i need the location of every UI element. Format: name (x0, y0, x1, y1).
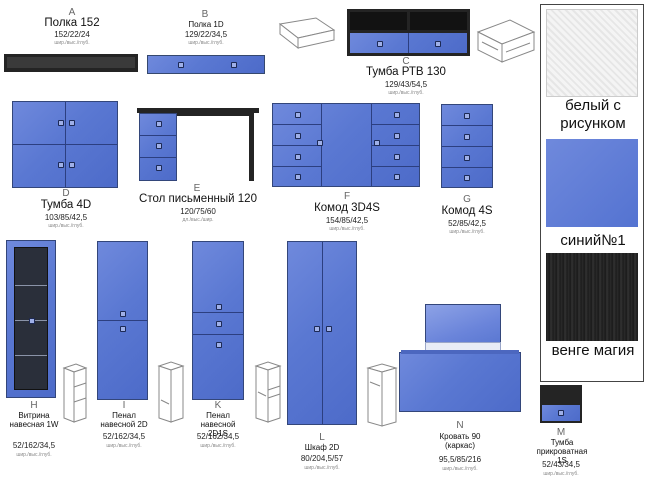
letter-d: D (62, 188, 70, 199)
item-f-dims: 154/85/42,5 (325, 216, 369, 225)
item-c-dims: 129/43/54,5 (384, 80, 428, 89)
letter-l: L (319, 432, 325, 443)
item-k-name: Пенал навесной 2D1S (200, 411, 236, 439)
item-d-dims: 103/85/42,5 (44, 213, 88, 222)
item-i-name: Пенал навесной 2D (100, 411, 148, 430)
nightstand-1s-image (540, 385, 582, 423)
item-e-unit: дл./выс./шир. (182, 217, 214, 223)
swatch-white-pattern (546, 9, 638, 97)
shelf-1d-sketch (276, 16, 336, 52)
item-h-dims: 52/162/34,5 (12, 441, 56, 450)
item-m-unit: шир./выс./глуб. (543, 471, 579, 477)
dresser-4s-image (441, 104, 493, 188)
dresser-3d4s-image (272, 103, 420, 187)
dresser-4d-image (12, 101, 118, 188)
shelf-1d-image (147, 55, 265, 74)
swatch-blue (546, 139, 638, 227)
item-g-name: Комод 4S (441, 205, 493, 217)
swatch-wenge (546, 253, 638, 341)
wardrobe-2d-image (287, 241, 357, 425)
showcase-1w-image (6, 240, 56, 398)
letter-c: C (402, 56, 410, 67)
letter-f: F (343, 191, 351, 202)
pencil-case-2d-image (97, 241, 148, 400)
tv-stand-image (347, 9, 470, 56)
item-l-dims: 80/204,5/57 (300, 454, 344, 463)
item-i-unit: шир./выс./глуб. (106, 443, 142, 449)
item-n-unit: шир./выс./глуб. (442, 466, 478, 472)
item-e-name: Стол письменный 120 (139, 193, 257, 205)
item-a-unit: шир./выс./глуб. (54, 40, 90, 46)
desk-120-image (137, 108, 259, 181)
bed-90-image (399, 304, 521, 412)
letter-h: H (30, 400, 38, 411)
letter-n: N (456, 420, 464, 431)
item-d-name: Тумба 4D (40, 199, 92, 211)
item-f-unit: шир./выс./глуб. (329, 226, 365, 232)
pencil-case-2d1s-image (192, 241, 244, 400)
item-h-name: Витрина навесная 1W (9, 411, 59, 430)
item-n-dims: 95,5/85/216 (438, 455, 482, 464)
letter-b: B (201, 9, 209, 20)
item-d-unit: шир./выс./глуб. (48, 223, 84, 229)
swatch-label-blue: синий№1 (560, 232, 626, 249)
item-k-unit: шир./выс./глуб. (200, 443, 236, 449)
item-g-unit: шир./выс./глуб. (449, 229, 485, 235)
item-n-name: Кровать 90 (каркас) (439, 432, 481, 451)
item-b-unit: шир./выс./глуб. (188, 40, 224, 46)
pencil-case-2d-sketch (155, 360, 185, 424)
item-e-dims: 120/75/60 (180, 207, 216, 216)
swatch-label-wenge: венге магия (551, 342, 635, 359)
item-b-name: Полка 1D (188, 20, 224, 29)
letter-k: K (214, 400, 222, 411)
swatch-label-white: белый с рисунком (560, 97, 626, 132)
item-m-name: Тумба прикроватная 1S (536, 438, 588, 466)
shelf-152-image (4, 54, 138, 72)
item-c-unit: шир./выс./глуб. (388, 90, 424, 96)
item-c-name: Тумба РТВ 130 (366, 66, 446, 78)
letter-e: E (193, 183, 201, 194)
letter-a: A (68, 7, 76, 18)
item-l-unit: шир./выс./глуб. (304, 465, 340, 471)
item-g-dims: 52/85/42,5 (448, 219, 486, 228)
letter-m: M (556, 427, 566, 438)
pencil-case-2d1s-sketch (252, 360, 282, 424)
item-h-unit: шир./выс./глуб. (16, 452, 52, 458)
item-l-name: Шкаф 2D (304, 443, 340, 452)
item-m-dims: 52/43/34,5 (542, 460, 580, 469)
color-swatch-panel: белый с рисунком синий№1 венге магия (540, 4, 644, 382)
wardrobe-2d-sketch (364, 362, 398, 428)
item-i-dims: 52/162/34,5 (102, 432, 146, 441)
item-a-name: Полка 152 (44, 17, 100, 29)
letter-i: I (122, 400, 126, 411)
letter-g: G (463, 194, 471, 205)
item-b-dims: 129/22/34,5 (184, 30, 228, 39)
showcase-1w-sketch (60, 362, 88, 424)
item-a-dims: 152/22/24 (54, 30, 90, 39)
item-f-name: Комод 3D4S (314, 202, 380, 214)
item-k-dims: 52/162/34,5 (196, 432, 240, 441)
tv-stand-sketch (474, 14, 536, 64)
